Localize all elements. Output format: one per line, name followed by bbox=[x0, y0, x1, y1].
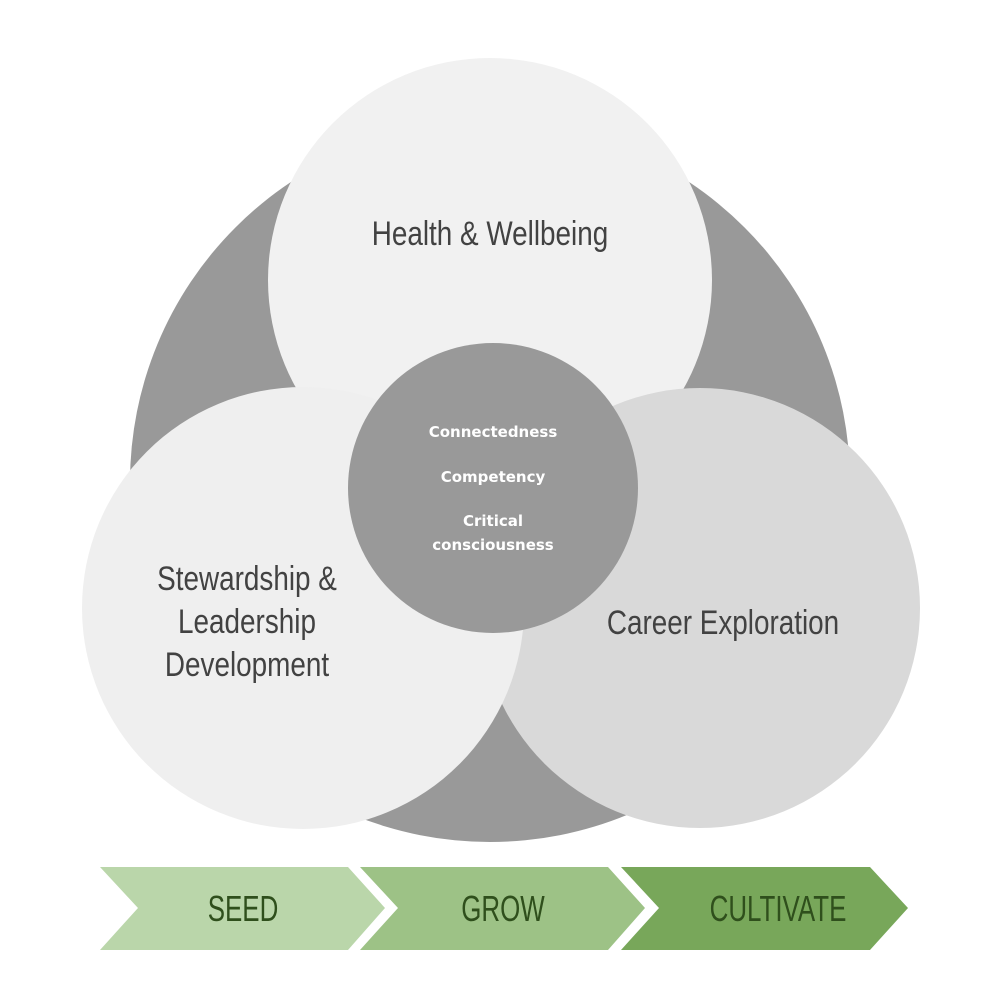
core-circle bbox=[348, 343, 638, 633]
label-career-exploration: Career Exploration bbox=[607, 603, 839, 641]
stage-grow-chevron bbox=[360, 867, 645, 950]
circle-health-wellbeing bbox=[268, 58, 712, 502]
label-stewardship-1: Stewardship & bbox=[157, 559, 337, 597]
label-stewardship-2: Leadership bbox=[178, 602, 316, 640]
stage-cultivate-label: CULTIVATE bbox=[710, 889, 847, 929]
core-consciousness: consciousness bbox=[432, 536, 554, 554]
stage-cultivate-chevron bbox=[621, 867, 908, 950]
label-stewardship-3: Development bbox=[165, 645, 330, 683]
label-health-wellbeing: Health & Wellbeing bbox=[372, 214, 609, 252]
core-critical: Critical bbox=[463, 512, 523, 530]
stage-seed-chevron bbox=[100, 867, 385, 950]
core-connectedness: Connectedness bbox=[429, 423, 558, 441]
stage-seed-label: SEED bbox=[208, 889, 279, 929]
core-competency: Competency bbox=[441, 468, 546, 486]
stage-grow-label: GROW bbox=[461, 889, 545, 929]
